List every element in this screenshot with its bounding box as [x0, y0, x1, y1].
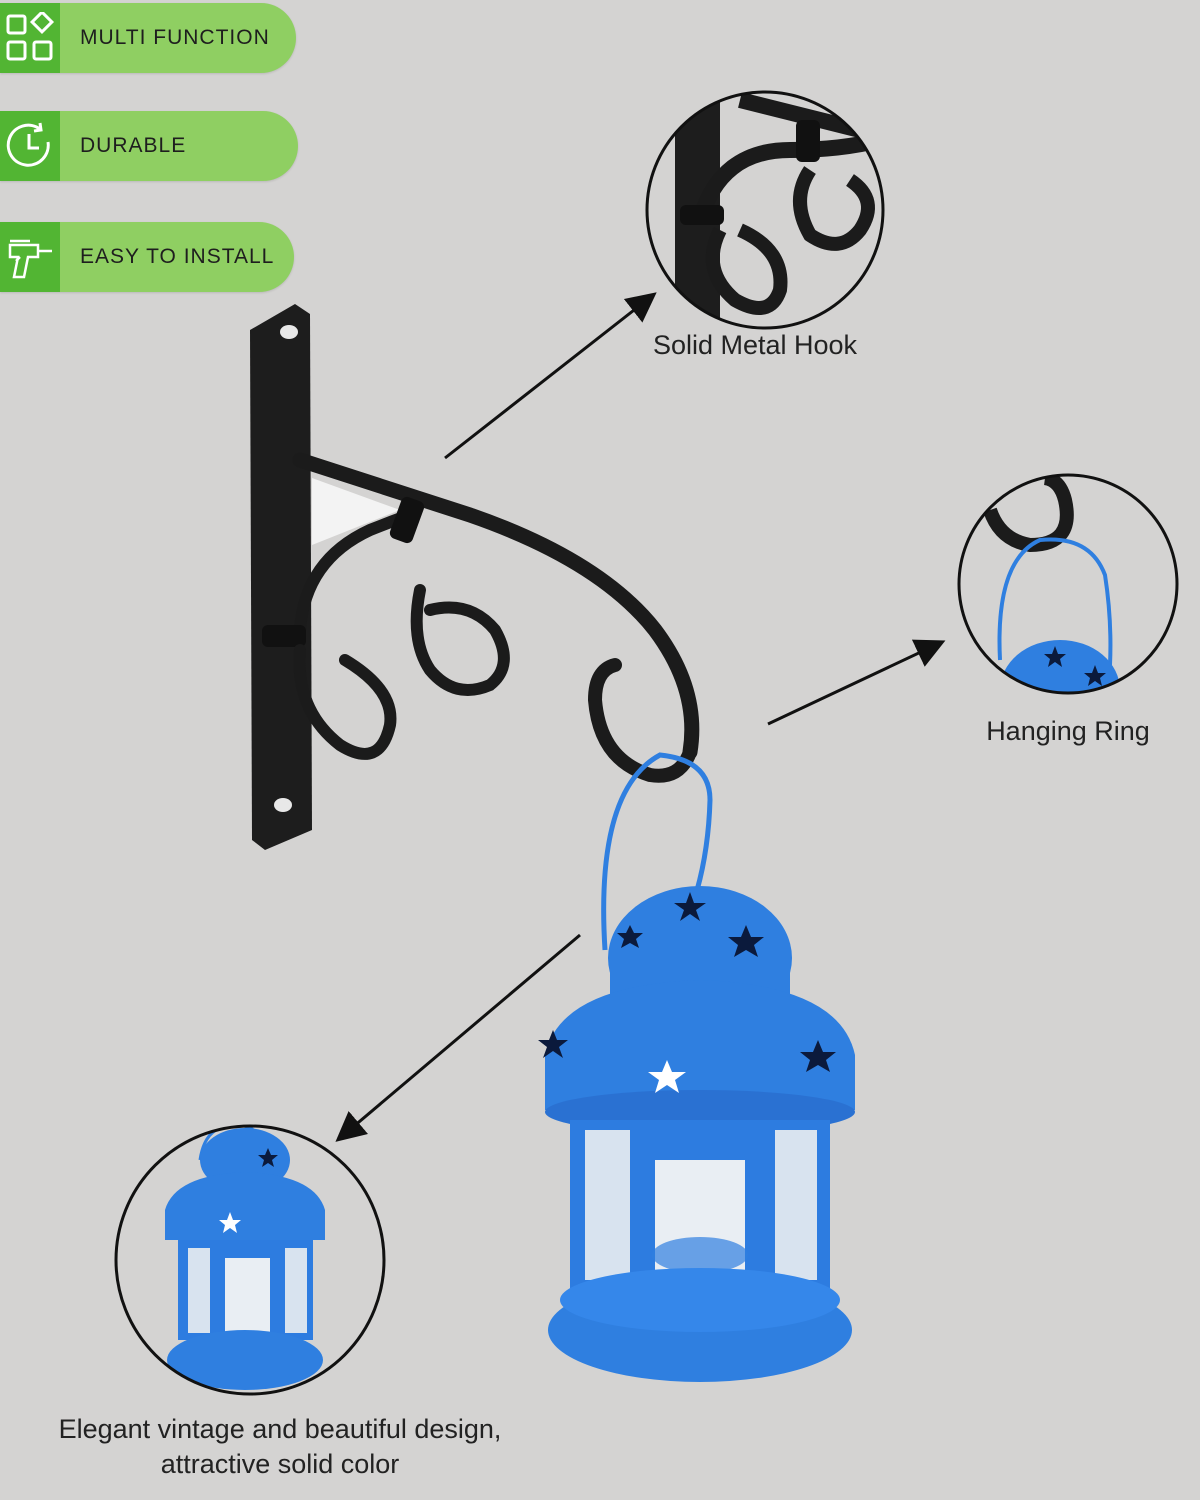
- badge-durable: DURABLE: [0, 111, 298, 181]
- drill-icon: [0, 222, 60, 292]
- bracket-plate: [250, 304, 312, 850]
- arrow-to-ring: [767, 639, 946, 726]
- screw-hole-top: [280, 325, 298, 339]
- blue-lantern: [538, 752, 855, 1382]
- screw-hole-bottom: [274, 798, 292, 812]
- badge-label: EASY TO INSTALL: [80, 245, 275, 268]
- callout-solid-metal-hook: Solid Metal Hook: [652, 330, 858, 360]
- arrow-to-lantern: [335, 933, 581, 1142]
- lantern-detail-circle: [114, 1124, 386, 1396]
- badge-multi-function: MULTI FUNCTION: [0, 3, 296, 73]
- bracket-arm: [292, 452, 700, 760]
- badge-label: DURABLE: [80, 134, 187, 157]
- clock-icon: [0, 111, 60, 181]
- badge-easy-to-install: EASY TO INSTALL: [0, 222, 294, 292]
- grid-shapes-icon: [0, 3, 60, 73]
- arrow-to-hook: [444, 292, 657, 460]
- callout-design-line2: attractive solid color: [160, 1449, 400, 1480]
- callout-design-line1: Elegant vintage and beautiful design,: [58, 1414, 502, 1444]
- ring-detail-circle: [957, 473, 1179, 695]
- badge-label: MULTI FUNCTION: [80, 26, 270, 49]
- callout-design: Elegant vintage and beautiful design, at…: [20, 1412, 540, 1482]
- wall-bracket: [250, 304, 700, 850]
- bracket-hook: [587, 658, 697, 783]
- callout-hanging-ring: Hanging Ring: [986, 716, 1150, 746]
- hook-detail-circle: [645, 90, 885, 330]
